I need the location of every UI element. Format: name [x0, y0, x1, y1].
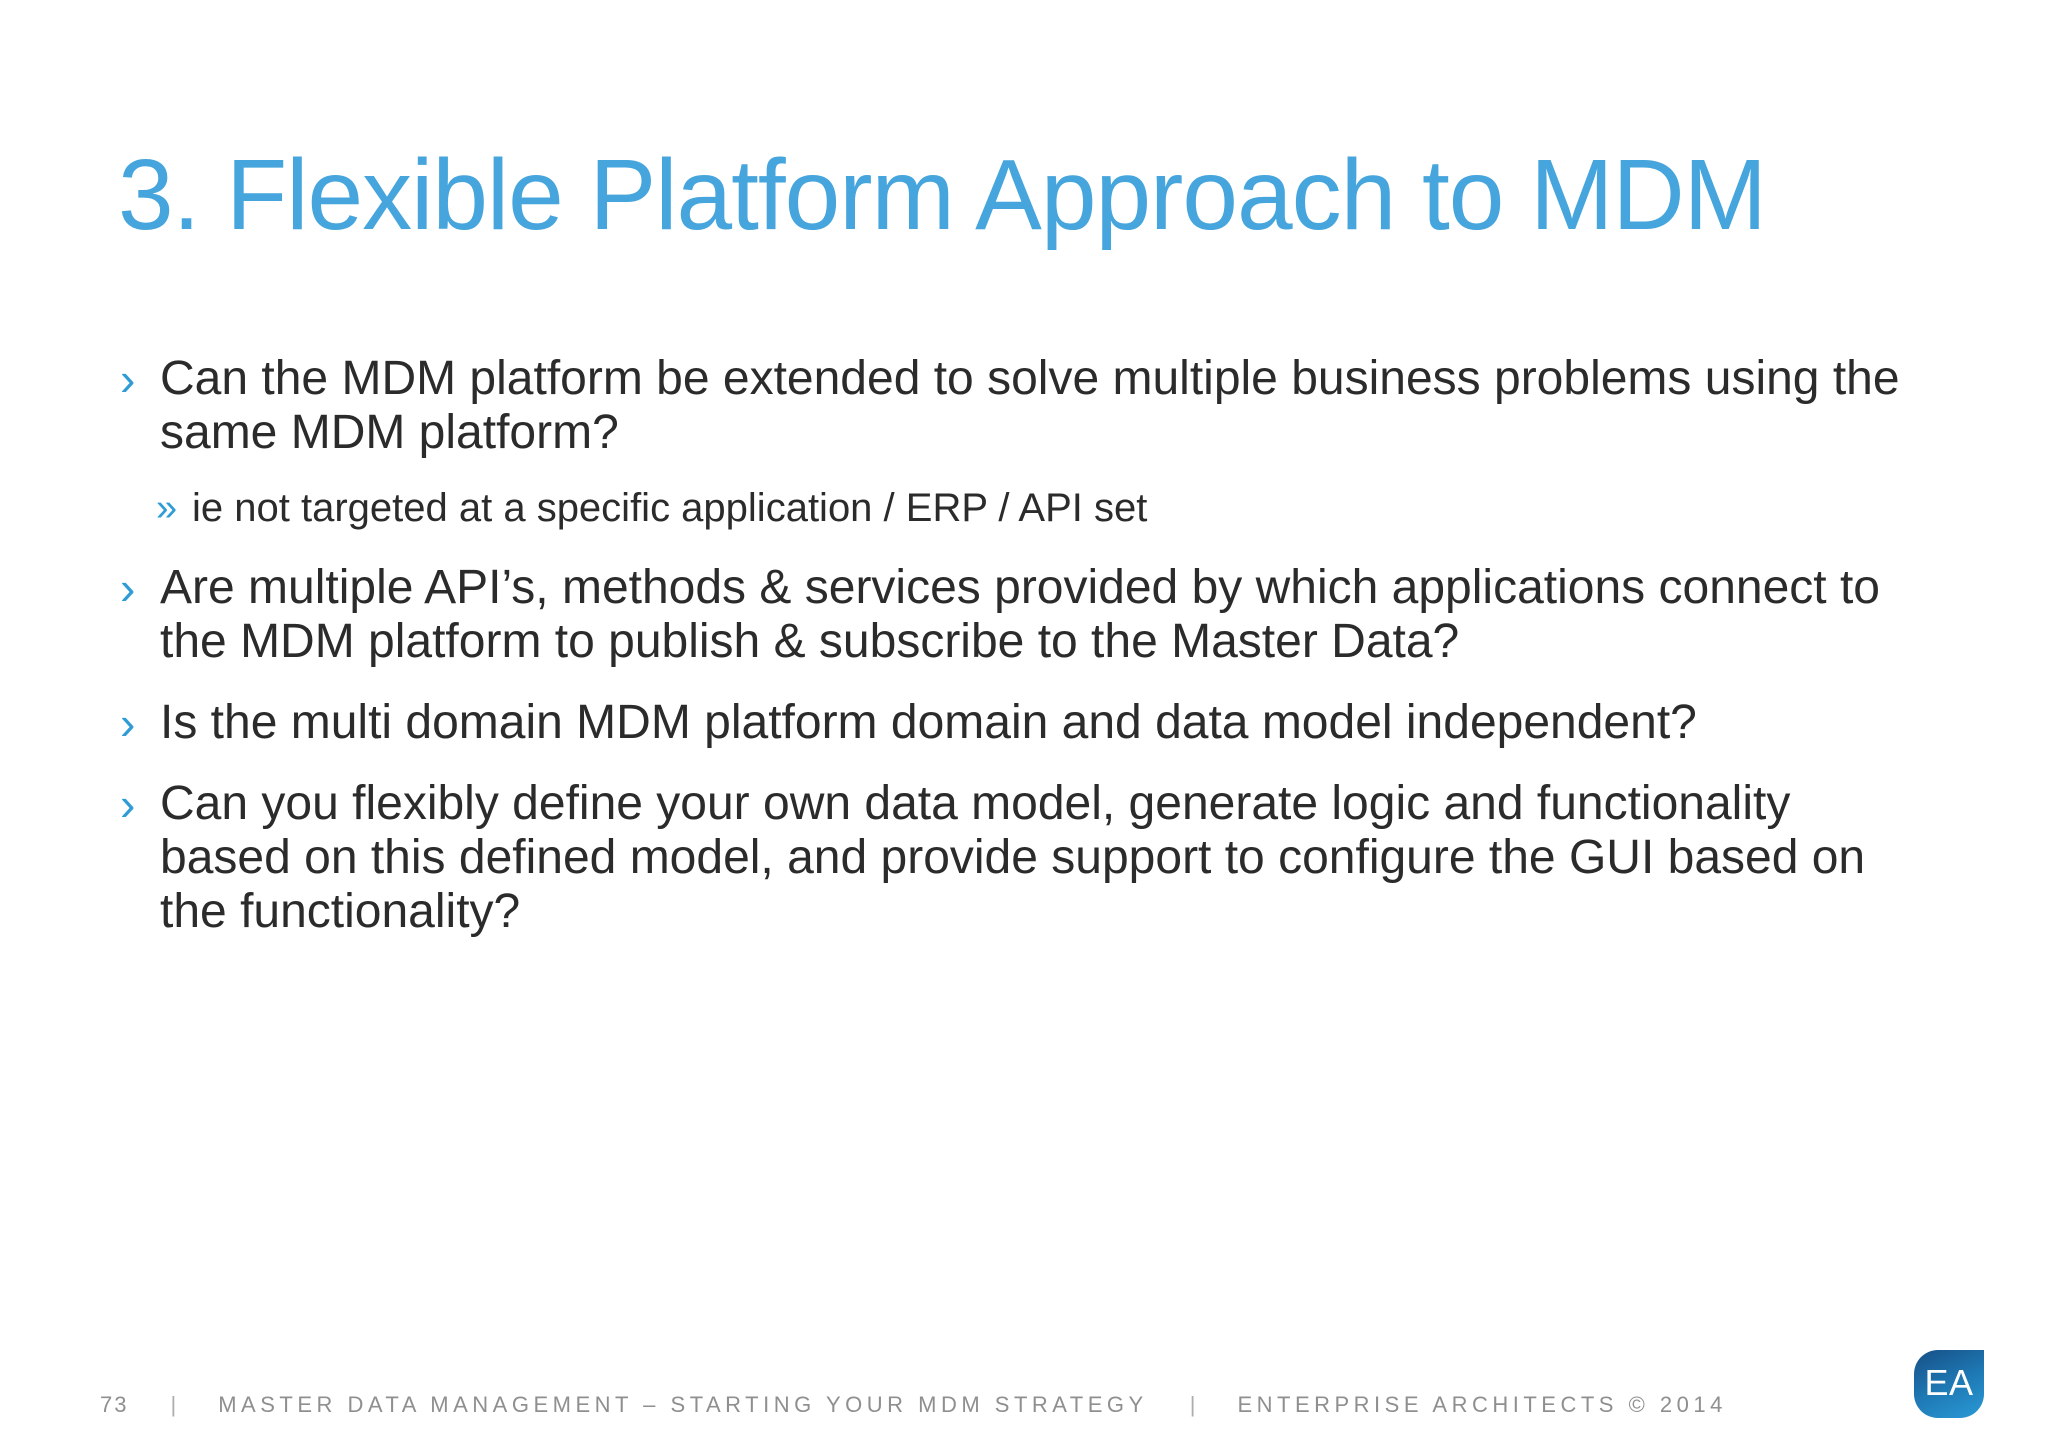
chevron-bullet-icon: ›	[120, 778, 136, 830]
bullet-text: Are multiple API’s, methods & services p…	[160, 561, 1880, 668]
footer-divider: |	[1189, 1392, 1196, 1417]
list-item: › Are multiple API’s, methods & services…	[120, 561, 1910, 669]
bullet-list: › Can the MDM platform be extended to so…	[120, 352, 1910, 966]
chevron-bullet-icon: ›	[120, 353, 136, 405]
list-item-sub: » ie not targeted at a specific applicat…	[156, 485, 1910, 531]
list-item: › Can you flexibly define your own data …	[120, 777, 1910, 939]
chevron-bullet-icon: ›	[120, 562, 136, 614]
footer-copyright: ENTERPRISE ARCHITECTS © 2014	[1237, 1392, 1727, 1417]
slide-footer: 73 | MASTER DATA MANAGEMENT – STARTING Y…	[100, 1392, 1727, 1418]
bullet-text: Is the multi domain MDM platform domain …	[160, 696, 1697, 749]
double-chevron-bullet-icon: »	[156, 487, 178, 529]
list-item: › Is the multi domain MDM platform domai…	[120, 696, 1910, 750]
slide-title: 3. Flexible Platform Approach to MDM	[118, 139, 1767, 251]
bullet-text: Can you flexibly define your own data mo…	[160, 777, 1866, 938]
list-item: › Can the MDM platform be extended to so…	[120, 352, 1910, 460]
footer-divider: |	[170, 1392, 177, 1417]
ea-logo: EA	[1914, 1350, 1984, 1418]
page-number: 73	[100, 1392, 129, 1417]
ea-logo-text: EA	[1924, 1362, 1974, 1403]
bullet-text: Can the MDM platform be extended to solv…	[160, 352, 1900, 459]
footer-deck-title: MASTER DATA MANAGEMENT – STARTING YOUR M…	[218, 1392, 1148, 1417]
chevron-bullet-icon: ›	[120, 697, 136, 749]
sub-bullet-text: ie not targeted at a specific applicatio…	[192, 486, 1148, 530]
